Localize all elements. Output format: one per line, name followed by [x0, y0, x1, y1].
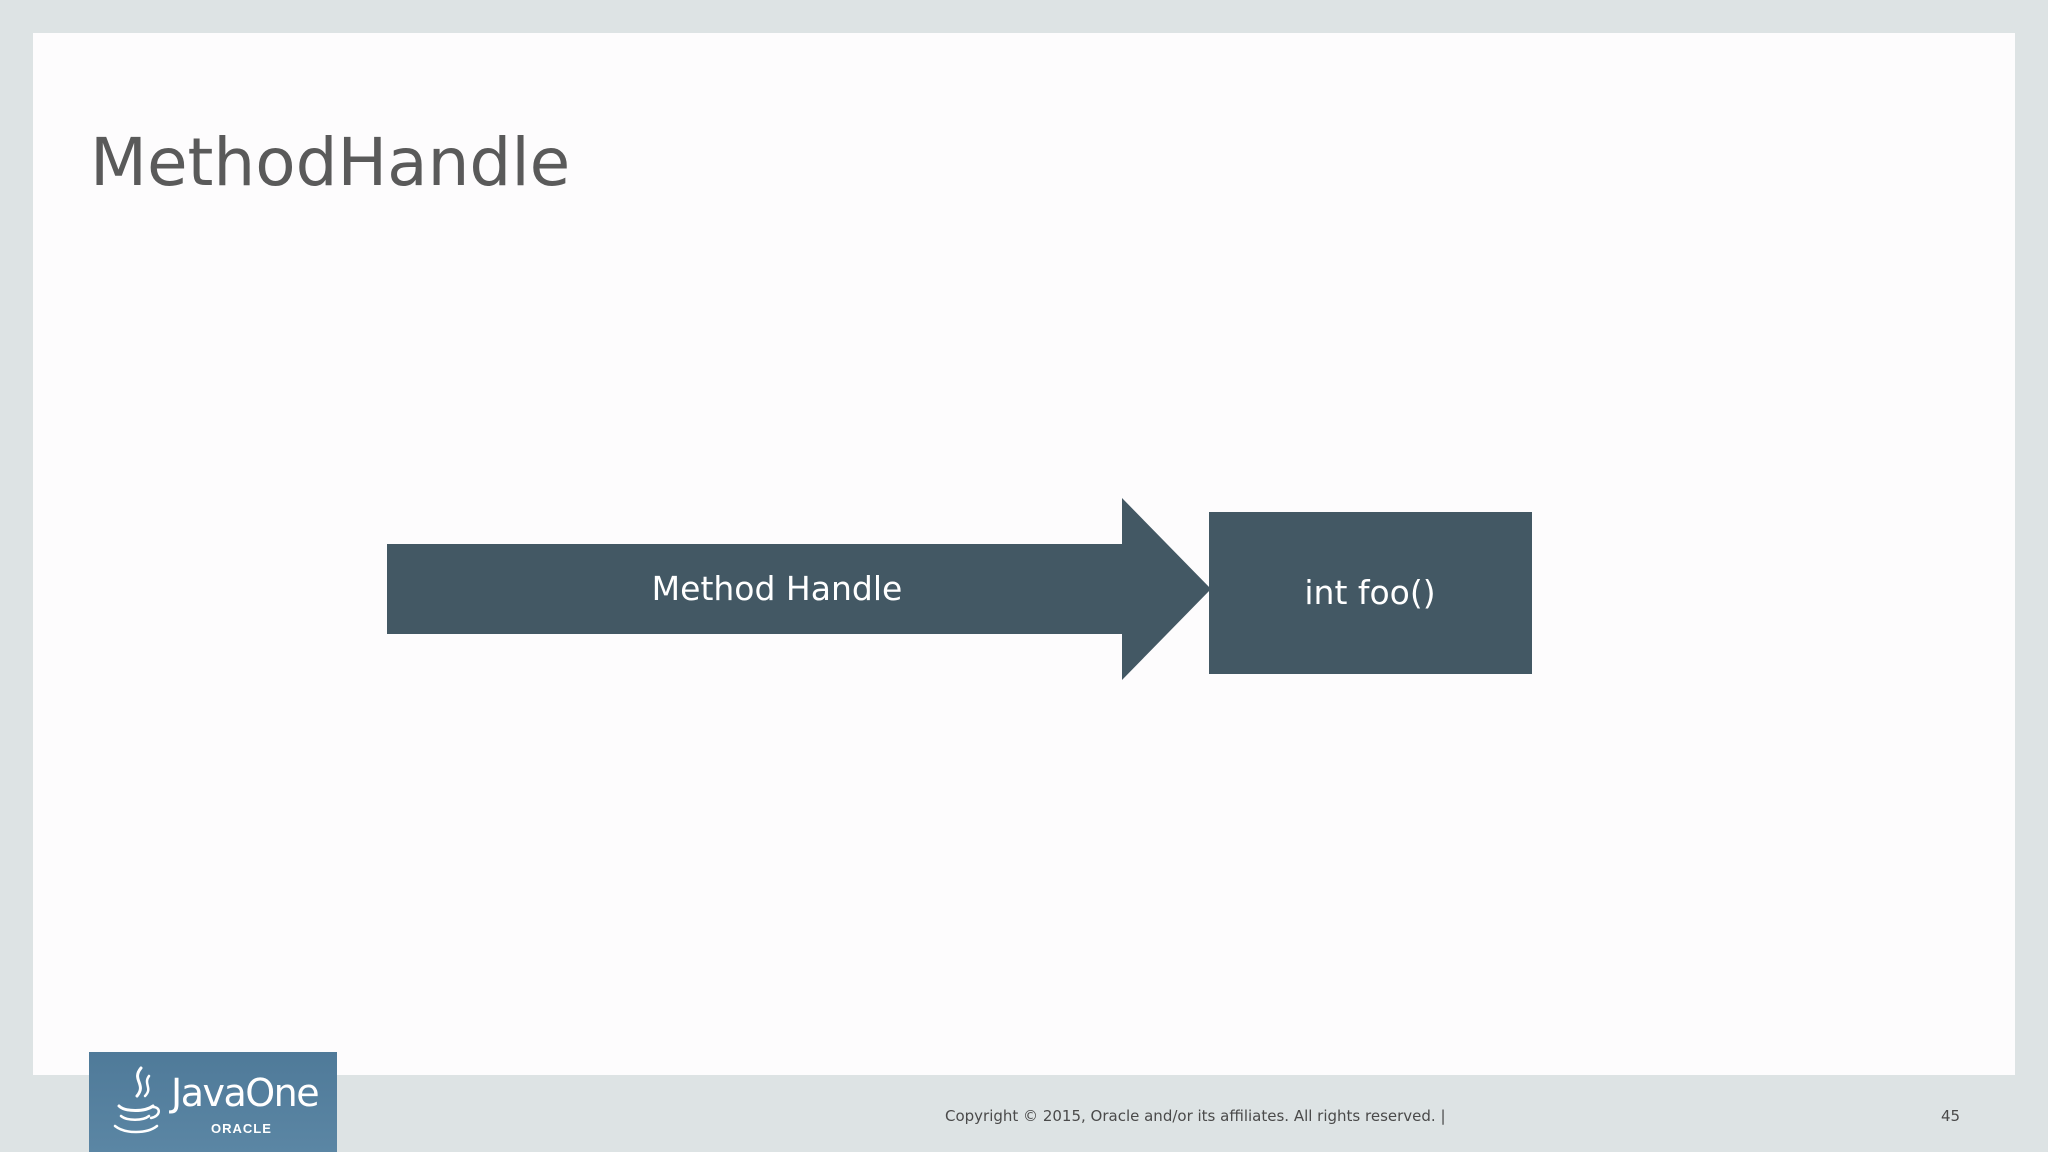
target-method-box [1209, 512, 1532, 674]
page-number: 45 [1941, 1107, 1961, 1125]
java-cup-icon [113, 1066, 160, 1134]
copyright-text: Copyright © 2015, Oracle and/or its affi… [945, 1107, 1446, 1125]
logo-sub: ORACLE [211, 1121, 272, 1136]
method-handle-arrow [387, 498, 1211, 680]
javaone-logo: JavaOne ORACLE [89, 1052, 337, 1152]
target-method-label: int foo() [1304, 573, 1435, 612]
method-handle-diagram: Method Handle int foo() [387, 498, 1532, 680]
footer-bar [0, 1075, 2048, 1152]
slide-canvas: MethodHandle Method Handle int foo() [33, 33, 2015, 1075]
slide-title: MethodHandle [90, 124, 571, 201]
arrow-label: Method Handle [652, 569, 903, 608]
logo-name: JavaOne [171, 1071, 320, 1115]
